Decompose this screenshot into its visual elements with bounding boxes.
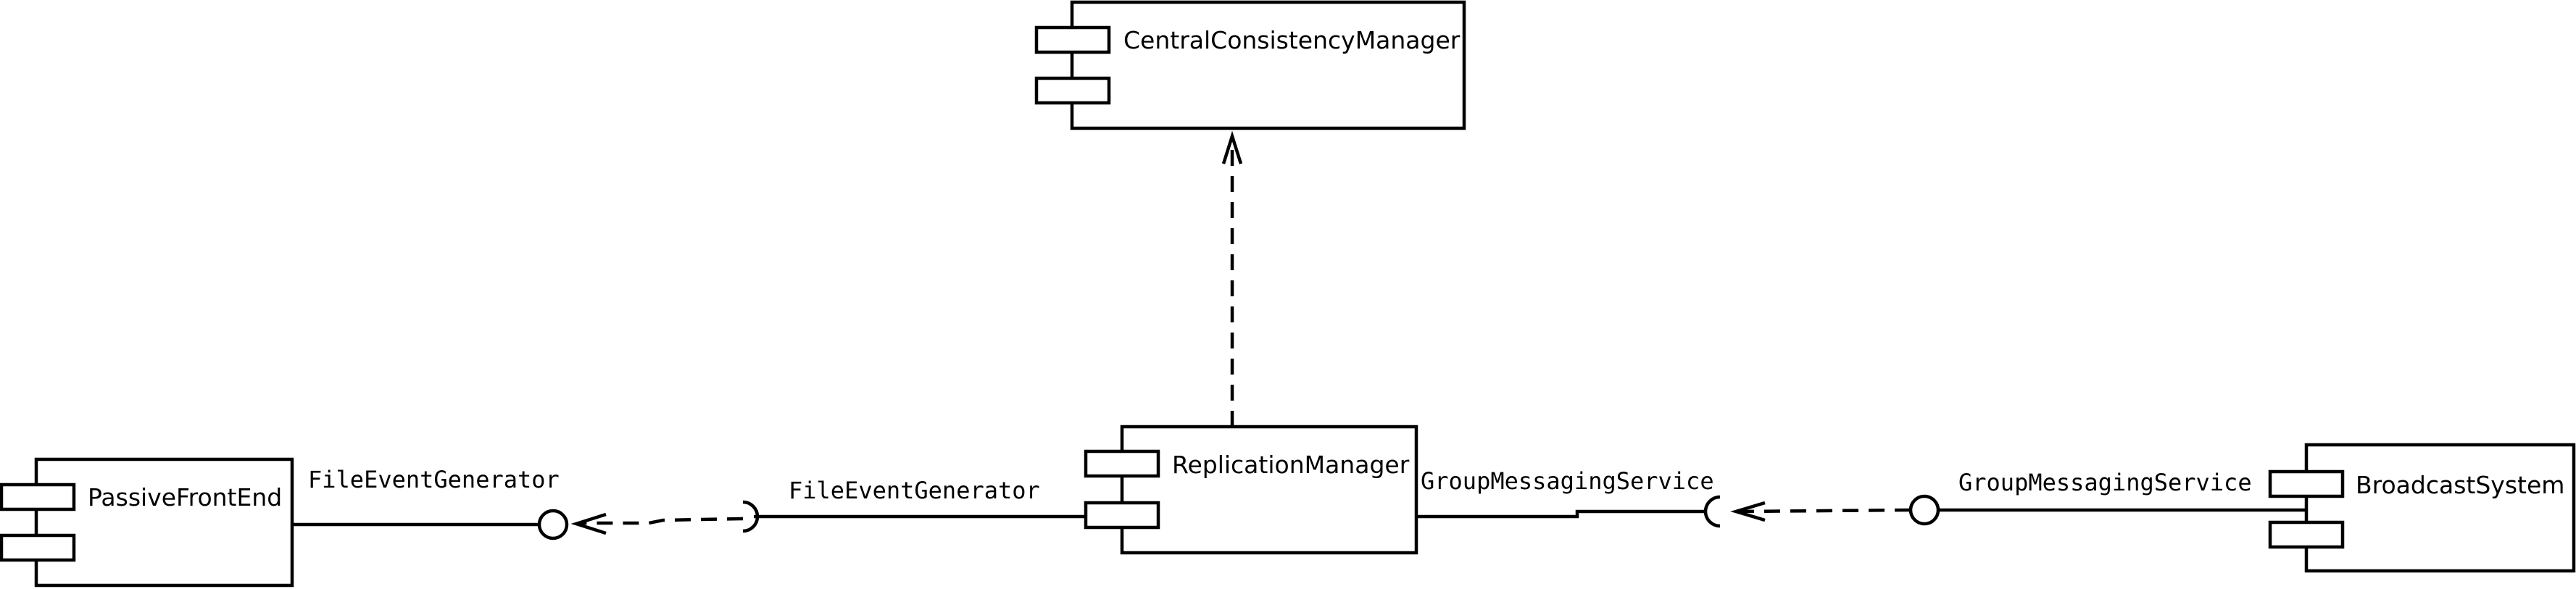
lollipop-icon xyxy=(1908,494,1940,526)
required-interface-file-event-generator: FileEventGenerator xyxy=(742,477,1086,533)
required-interface-group-messaging-service: GroupMessagingService xyxy=(1416,467,1721,528)
component-central-consistency-manager[interactable]: CentralConsistencyManager xyxy=(1034,0,1466,130)
component-port-icon xyxy=(0,483,76,511)
dependency-line xyxy=(580,517,744,525)
component-port-icon xyxy=(1084,449,1160,478)
component-name: CentralConsistencyManager xyxy=(1123,26,1461,54)
lollipop-icon xyxy=(537,509,569,540)
component-port-icon xyxy=(2268,469,2345,498)
component-name: BroadcastSystem xyxy=(2356,471,2564,499)
component-passive-front-end[interactable]: PassiveFrontEnd xyxy=(0,457,294,588)
socket-icon xyxy=(1703,495,1721,528)
component-name: PassiveFrontEnd xyxy=(88,483,282,511)
interface-label: GroupMessagingService xyxy=(1421,467,1714,495)
dependency-file-event-generator xyxy=(570,512,744,535)
interface-line xyxy=(1416,509,1707,519)
arrowhead-icon xyxy=(1730,501,1766,522)
component-box xyxy=(2304,443,2576,573)
dependency-replication-to-central xyxy=(1221,130,1243,427)
component-box xyxy=(34,457,294,588)
dependency-line xyxy=(1737,508,1911,514)
provided-interface-group-messaging-service: GroupMessagingService xyxy=(1908,469,2306,526)
component-box xyxy=(1120,425,1418,555)
dependency-group-messaging-service xyxy=(1730,501,1911,522)
component-port-icon xyxy=(1034,25,1111,54)
provided-interface-file-event-generator: FileEventGenerator xyxy=(292,466,569,540)
component-port-icon xyxy=(1034,76,1111,105)
interface-label: FileEventGenerator xyxy=(308,466,560,493)
component-port-icon xyxy=(0,533,76,562)
arrowhead-icon xyxy=(1221,130,1243,164)
interface-label: FileEventGenerator xyxy=(789,477,1040,504)
component-box xyxy=(1070,0,1466,130)
component-broadcast-system[interactable]: BroadcastSystem xyxy=(2268,443,2576,573)
interface-label: GroupMessagingService xyxy=(1958,469,2252,496)
component-port-icon xyxy=(2268,520,2345,549)
component-name: ReplicationManager xyxy=(1172,451,1410,479)
arrowhead-icon xyxy=(570,512,607,535)
component-replication-manager[interactable]: ReplicationManager xyxy=(1084,425,1418,555)
socket-icon xyxy=(742,500,760,533)
component-port-icon xyxy=(1084,501,1160,530)
